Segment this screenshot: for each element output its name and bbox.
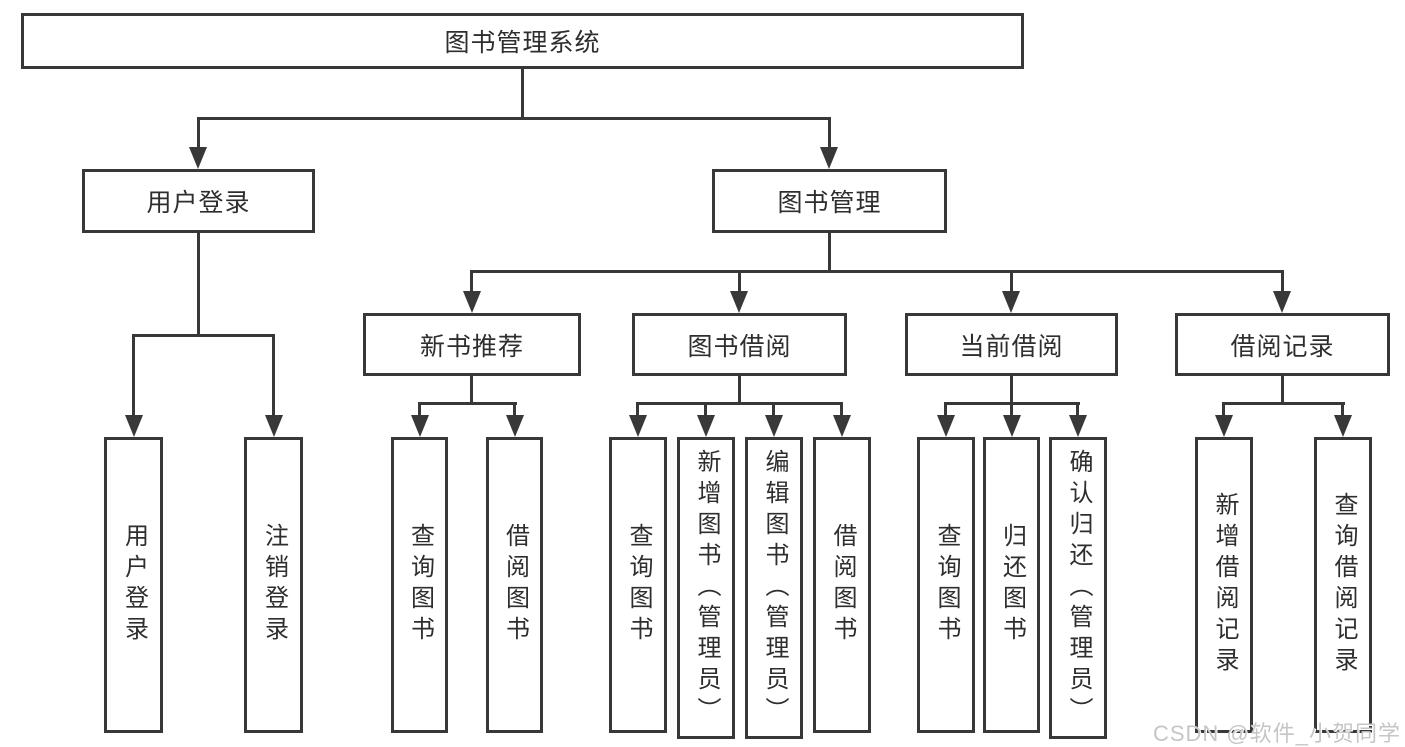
arrowhead	[411, 415, 429, 437]
arrowhead	[189, 147, 207, 169]
connector-line	[521, 69, 524, 118]
arrowhead	[697, 415, 715, 437]
connector-line	[1076, 402, 1079, 417]
arrowhead	[463, 291, 481, 313]
connector-line	[636, 402, 843, 405]
arrowhead	[506, 415, 524, 437]
connector-line	[738, 376, 741, 405]
leaf-label: 确认归还（管理员）	[1065, 448, 1092, 728]
node-new-book-recommendation: 新书推荐	[363, 313, 581, 376]
leaf-label: 编辑图书（管理员）	[761, 448, 788, 728]
leaf-label: 新增借阅记录	[1211, 492, 1238, 678]
node-current-borrowing: 当前借阅	[905, 313, 1118, 376]
arrowhead	[125, 415, 143, 437]
connector-line	[132, 334, 135, 417]
arrowhead	[730, 291, 748, 313]
node-borrowing-records: 借阅记录	[1175, 313, 1390, 376]
connector-line	[1010, 376, 1013, 405]
leaf-return-books: 归还图书	[983, 437, 1040, 733]
arrowhead	[1002, 291, 1020, 313]
connector-line	[944, 402, 947, 417]
arrowhead	[765, 415, 783, 437]
leaf-label: 借阅图书	[829, 523, 856, 647]
arrowhead	[1215, 415, 1233, 437]
arrowhead	[265, 415, 283, 437]
connector-line	[1222, 402, 1225, 417]
node-label: 新书推荐	[419, 332, 524, 361]
leaf-label: 借阅图书	[501, 523, 529, 647]
leaf-query-borrow-record: 查询借阅记录	[1314, 437, 1372, 733]
leaf-label: 用户登录	[120, 523, 148, 647]
leaf-borrow-books: 借阅图书	[486, 437, 543, 733]
watermark: CSDN @软件_小贺同学	[1152, 721, 1401, 746]
connector-line	[470, 270, 473, 293]
connector-line	[418, 402, 421, 417]
connector-line	[840, 402, 843, 417]
connector-line	[197, 117, 200, 149]
node-label: 图书借阅	[687, 332, 792, 361]
leaf-label: 查询图书	[625, 523, 652, 647]
connector-line	[132, 334, 275, 337]
connector-line	[418, 402, 517, 405]
node-label: 借阅记录	[1230, 332, 1335, 361]
leaf-confirm-return-admin: 确认归还（管理员）	[1049, 437, 1107, 739]
connector-line	[197, 233, 200, 337]
connector-line	[1010, 402, 1013, 417]
connector-line	[772, 402, 775, 417]
arrowhead	[1273, 291, 1291, 313]
leaf-query-books: 查询图书	[917, 437, 975, 733]
connector-line	[470, 376, 473, 405]
leaf-logout: 注销登录	[244, 437, 303, 733]
node-user-login: 用户登录	[82, 169, 315, 233]
connector-line	[470, 270, 1284, 273]
leaf-label: 查询图书	[406, 523, 434, 647]
node-book-management: 图书管理	[712, 169, 947, 233]
arrowhead	[1334, 415, 1352, 437]
connector-line	[828, 117, 831, 149]
node-label: 图书管理系统	[444, 29, 601, 57]
connector-line	[1010, 270, 1013, 293]
connector-line	[513, 402, 516, 417]
connector-line	[1222, 402, 1345, 405]
leaf-label: 注销登录	[260, 523, 288, 647]
connector-line	[704, 402, 707, 417]
leaf-borrow-books: 借阅图书	[813, 437, 871, 733]
connector-line	[1341, 402, 1344, 417]
connector-line	[828, 233, 831, 273]
leaf-query-books: 查询图书	[609, 437, 667, 733]
arrowhead	[833, 415, 851, 437]
node-label: 图书管理	[777, 189, 882, 217]
node-label: 用户登录	[146, 189, 251, 217]
connector-line	[197, 117, 831, 120]
leaf-query-books: 查询图书	[391, 437, 448, 733]
arrowhead	[820, 147, 838, 169]
node-book-borrowing: 图书借阅	[632, 313, 847, 376]
arrowhead	[1069, 415, 1087, 437]
leaf-label: 查询图书	[933, 523, 960, 647]
connector-line	[738, 270, 741, 293]
leaf-add-book-admin: 新增图书（管理员）	[677, 437, 735, 739]
leaf-label: 归还图书	[998, 523, 1026, 647]
leaf-add-borrow-record: 新增借阅记录	[1195, 437, 1253, 733]
connector-line	[1281, 270, 1284, 293]
connector-line	[636, 402, 639, 417]
arrowhead	[1003, 415, 1021, 437]
arrowhead	[937, 415, 955, 437]
arrowhead	[629, 415, 647, 437]
leaf-edit-book-admin: 编辑图书（管理员）	[745, 437, 803, 739]
leaf-label: 查询借阅记录	[1330, 492, 1357, 678]
connector-line	[1281, 376, 1284, 405]
node-label: 当前借阅	[959, 332, 1064, 361]
connector-line	[272, 334, 275, 417]
node-library-management-system: 图书管理系统	[21, 13, 1024, 69]
leaf-label: 新增图书（管理员）	[693, 448, 720, 728]
leaf-user-login: 用户登录	[104, 437, 163, 733]
